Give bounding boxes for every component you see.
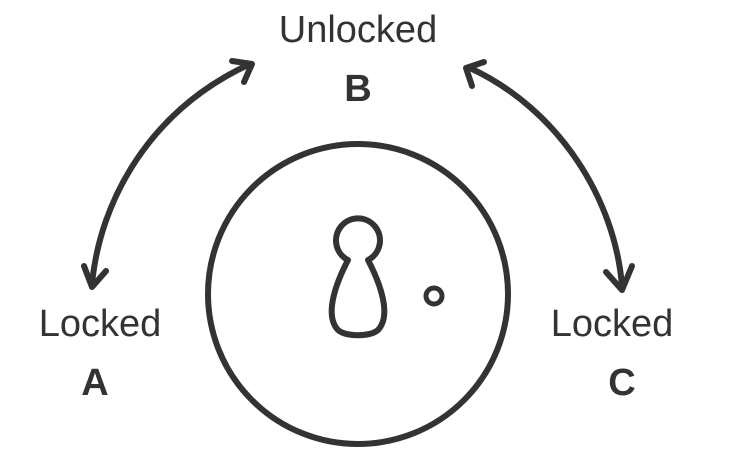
- state-c-letter: C: [608, 362, 636, 404]
- arrow-b-c-curve: [467, 65, 625, 289]
- pin-dot-icon: [423, 285, 445, 307]
- state-b-label: Unlocked: [278, 9, 438, 51]
- keyhole-icon: [328, 215, 388, 339]
- double-arrow-icon: [81, 58, 255, 290]
- arrow-b-c-head-bottom: [603, 263, 635, 293]
- state-a-label: Locked: [38, 303, 162, 345]
- state-c-label: Locked: [550, 303, 674, 345]
- arrow-a-b-head-top: [229, 58, 255, 85]
- arrow-a-b-curve: [89, 61, 253, 287]
- arrow-b-c-head-top: [463, 59, 487, 89]
- double-arrow-icon: [463, 59, 635, 293]
- state-b-letter: B: [344, 68, 372, 110]
- state-a-letter: A: [81, 362, 109, 404]
- lock-dial-circle: [205, 141, 511, 447]
- arrow-a-b-head-bottom: [81, 263, 109, 290]
